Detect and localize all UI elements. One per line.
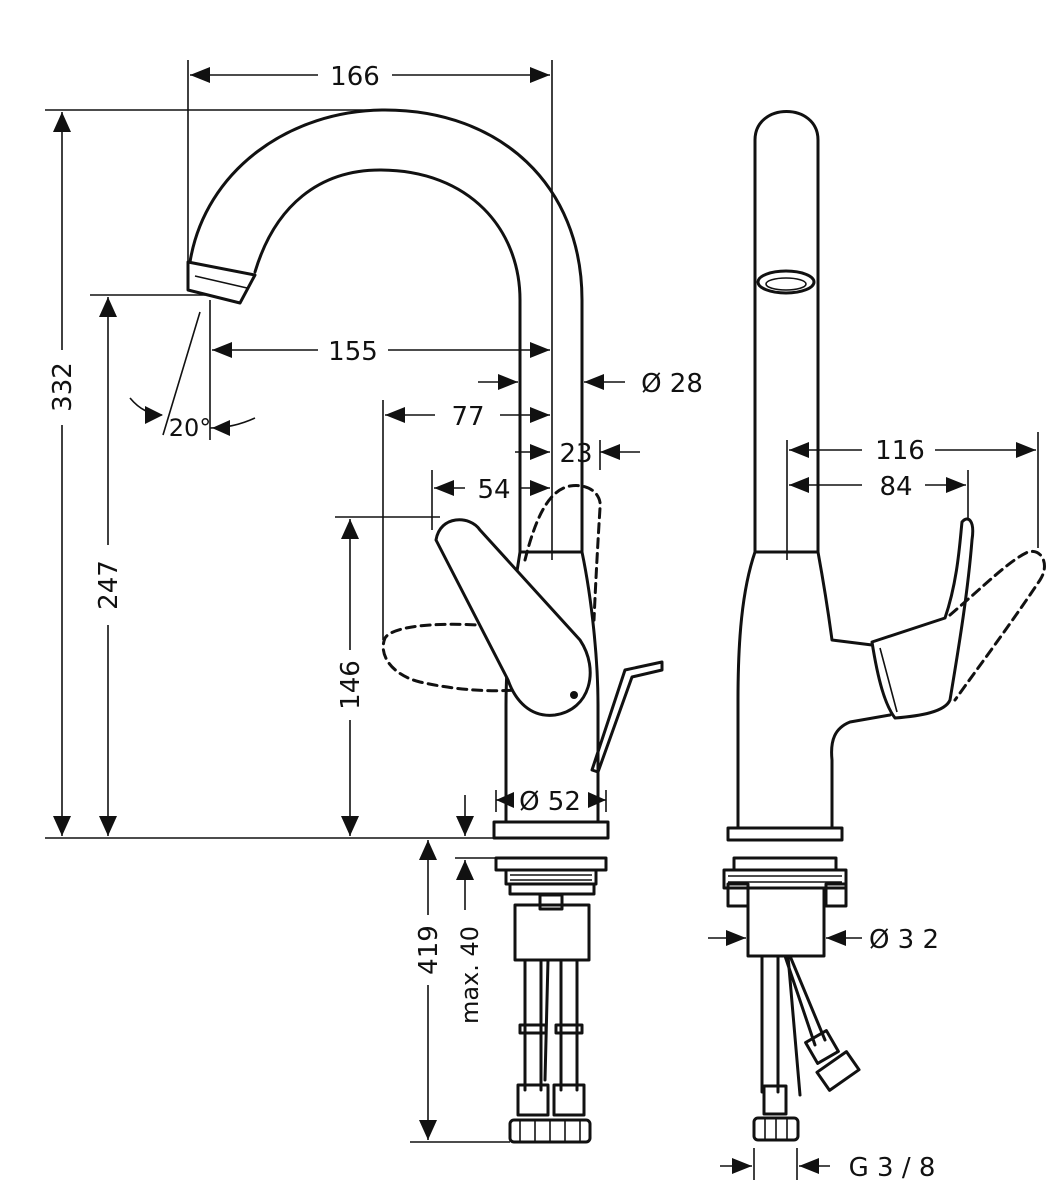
side-lever-open-position	[948, 549, 1046, 702]
front-spout	[186, 108, 584, 554]
front-lever-open-position	[381, 622, 517, 693]
front-mounting	[494, 856, 608, 1144]
front-extension-lines	[45, 60, 601, 1143]
dim-outlet-reach: 155	[328, 337, 378, 367]
side-mounting	[722, 856, 861, 1142]
side-lever	[870, 517, 975, 720]
dim-lever-reach-open: 77	[451, 402, 484, 432]
dim-lever-height: 146	[336, 660, 366, 710]
side-dimension-labels: 116 84 Ø 3 2 G 3 / 8	[849, 436, 939, 1183]
dim-below-deck-length: 419	[414, 925, 444, 975]
dim-spray-angle: 20°	[169, 414, 212, 442]
side-arrowheads	[726, 442, 1036, 1174]
dim-max-deck-thickness: max. 40	[456, 926, 484, 1024]
dim-outlet-height: 247	[94, 560, 124, 610]
dim-lever-offset: 23	[559, 439, 592, 469]
dim-total-height: 332	[48, 362, 78, 412]
dim-connection-thread: G 3 / 8	[849, 1153, 936, 1183]
dim-shank-diameter: Ø 3 2	[869, 925, 939, 955]
dim-lever-reach: 54	[477, 475, 510, 505]
front-pull-rod	[590, 660, 664, 774]
dim-spout-reach: 166	[330, 62, 380, 92]
front-dimension-labels: 166 332 247 155 20° Ø 28 77 23 54 146 Ø …	[48, 62, 703, 1024]
front-lever	[434, 518, 592, 717]
dim-base-diameter: Ø 52	[519, 787, 581, 817]
front-view: 166 332 247 155 20° Ø 28 77 23 54 146 Ø …	[45, 60, 703, 1144]
dim-lever-projection: 84	[879, 472, 912, 502]
front-arrowheads	[53, 67, 620, 1140]
front-lever-up-position	[523, 484, 602, 622]
side-body	[726, 550, 892, 842]
front-dimension-lines	[61, 74, 640, 1140]
side-extension-lines	[753, 432, 1039, 1180]
side-dimension-lines	[708, 449, 1036, 1167]
side-view: 116 84 Ø 3 2 G 3 / 8	[708, 110, 1046, 1183]
dim-spout-diameter: Ø 28	[641, 369, 703, 399]
dim-lever-projection-open: 116	[875, 436, 925, 466]
